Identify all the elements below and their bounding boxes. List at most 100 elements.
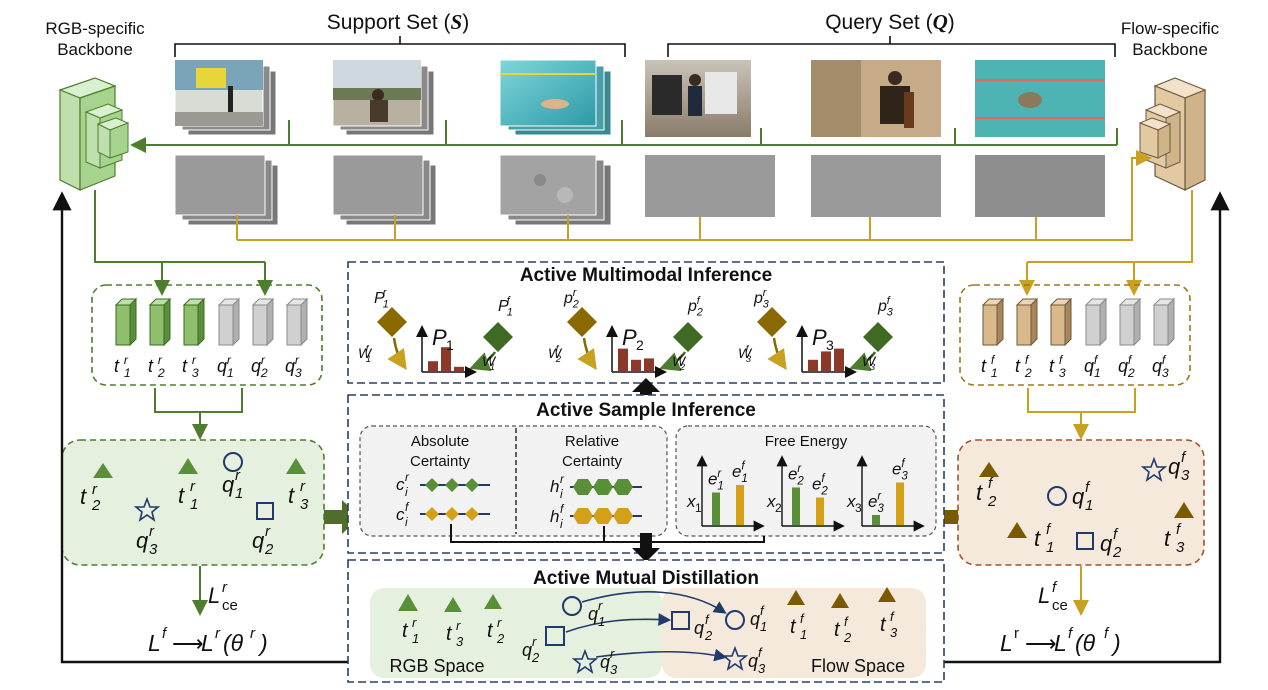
support-set-brace <box>174 36 626 57</box>
rgb-space-label: RGB Space <box>389 656 484 676</box>
ami-bar <box>618 348 628 371</box>
svg-text:t: t <box>182 356 188 376</box>
square-icon <box>671 611 690 630</box>
fe-flow-bar <box>896 482 904 525</box>
square-icon <box>1076 532 1094 550</box>
rgb-backbone-label-2: Backbone <box>57 40 133 59</box>
query-flow-frame-3 <box>975 155 1105 217</box>
svg-text:i: i <box>405 515 408 529</box>
ami-right-weight-label: Wr1 <box>482 352 497 373</box>
amd-title: Active Mutual Distillation <box>533 568 759 589</box>
svg-text:t: t <box>446 623 453 645</box>
query-set-title: Query Set (Q) <box>825 10 955 34</box>
svg-text:r: r <box>763 287 767 299</box>
svg-text:W: W <box>358 345 373 361</box>
query-rgb-frame-2 <box>811 60 941 137</box>
svg-text:P: P <box>498 298 509 315</box>
svg-text:L: L <box>1038 583 1050 608</box>
triangle-icon <box>1007 522 1027 538</box>
svg-text:2: 2 <box>1127 366 1135 380</box>
rgb-space-symbols <box>93 452 306 522</box>
svg-text:f: f <box>887 295 891 307</box>
abs-certainty-diamonds <box>420 478 490 521</box>
svg-text:f: f <box>844 614 849 629</box>
triangle-icon <box>178 458 198 474</box>
svg-text:3: 3 <box>758 661 766 676</box>
svg-text:1: 1 <box>991 366 998 380</box>
svg-text:q: q <box>1100 531 1113 556</box>
svg-text:3: 3 <box>746 354 752 365</box>
star-icon <box>133 496 161 522</box>
flow-prediction-diamond <box>673 322 703 352</box>
svg-text:f: f <box>758 645 763 660</box>
svg-text:e: e <box>812 475 821 494</box>
rgb-feature-cubes <box>114 297 309 347</box>
flow-feature-box <box>959 284 1191 386</box>
rgb-embedding-space <box>61 439 325 566</box>
svg-text:q: q <box>252 528 265 553</box>
flow-feedback-loop <box>944 191 1230 664</box>
feature-cube <box>148 297 172 347</box>
svg-text:r: r <box>598 598 603 613</box>
svg-text:f: f <box>1046 521 1052 538</box>
rgb-prediction-diamond <box>377 307 407 337</box>
svg-text:f: f <box>901 458 906 470</box>
svg-text:r: r <box>877 490 882 502</box>
rgb-feedback-loop <box>52 191 348 664</box>
support-flow-frames-3 <box>499 154 612 226</box>
svg-text:f: f <box>800 611 805 626</box>
svg-text:x: x <box>766 492 776 511</box>
svg-text:f: f <box>705 612 710 627</box>
rgb-prediction-diamond <box>567 307 597 337</box>
fe-flow-bar <box>816 497 824 525</box>
svg-text:q: q <box>136 528 149 553</box>
flow-space-symbols <box>979 456 1194 550</box>
flow-backbone-label-2: Backbone <box>1132 40 1208 59</box>
svg-text:e: e <box>892 460 901 479</box>
svg-text:L: L <box>1054 630 1067 656</box>
amd-flow-symbols <box>671 587 896 671</box>
svg-text:r: r <box>680 352 684 363</box>
svg-text:1: 1 <box>124 366 131 380</box>
svg-text:L: L <box>201 630 214 656</box>
svg-text:2: 2 <box>157 366 165 380</box>
svg-text:i: i <box>560 517 563 531</box>
rgb-prediction-diamond <box>757 307 787 337</box>
svg-text:q: q <box>600 652 610 672</box>
svg-text:p: p <box>687 298 697 315</box>
svg-text:2: 2 <box>496 631 505 646</box>
svg-text:f: f <box>1104 625 1110 642</box>
rgb-space-labels: t r 2 t r 1 q r 1 t r 3 q r 3 q r 2 <box>80 467 309 558</box>
flow-to-features-arrows <box>1019 190 1193 296</box>
svg-text:r: r <box>158 353 163 367</box>
circle-icon <box>562 596 582 616</box>
svg-text:t: t <box>148 356 154 376</box>
svg-text:x: x <box>686 492 696 511</box>
svg-text:e: e <box>708 470 717 489</box>
svg-text:f: f <box>890 609 895 624</box>
svg-text:f: f <box>988 475 994 492</box>
svg-text:3: 3 <box>300 496 309 513</box>
fe-rgb-bar <box>712 492 720 525</box>
rgb-feature-box <box>91 284 323 386</box>
triangle-icon <box>787 590 805 605</box>
query-flow-frame-1 <box>645 155 775 217</box>
svg-text:r: r <box>300 478 306 495</box>
amd-flow-labels: q f 2 q f 1 q f 3 t f 1 t f 2 t f 3 <box>694 603 898 676</box>
svg-text:1: 1 <box>1085 497 1093 514</box>
svg-text:r: r <box>261 353 266 367</box>
svg-text:1: 1 <box>446 337 454 353</box>
